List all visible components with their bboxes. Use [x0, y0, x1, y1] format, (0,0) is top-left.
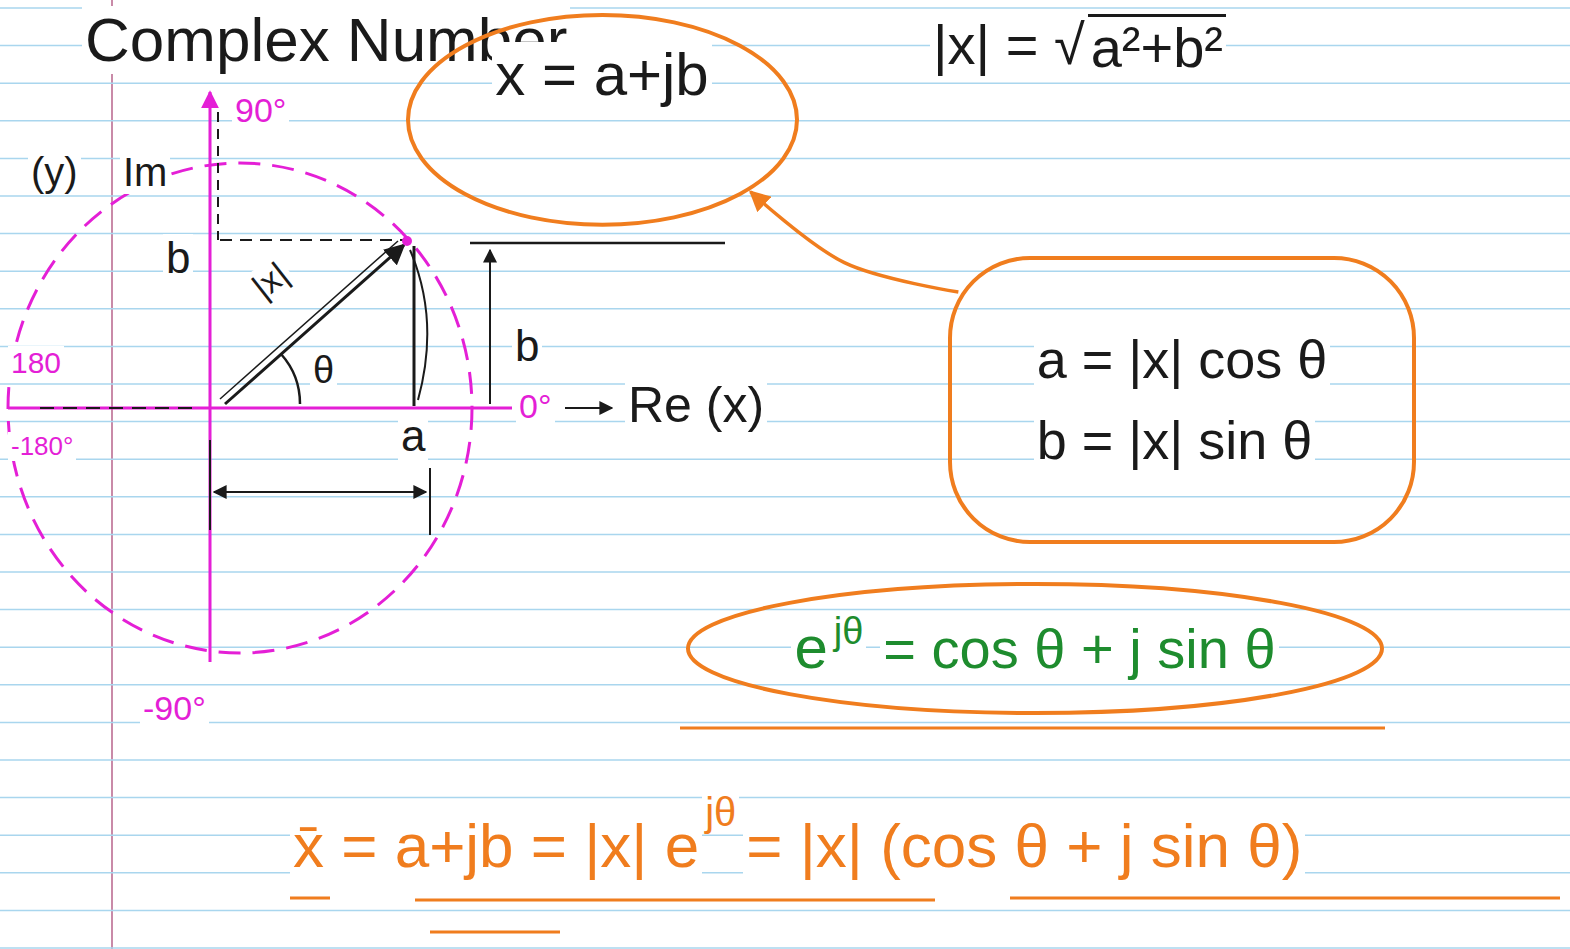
dashed-line — [217, 112, 219, 240]
formula-text: jθ — [831, 611, 867, 653]
connector-arrow — [750, 192, 958, 292]
formula-text: x = a+jb — [492, 42, 712, 108]
formula-box: a = |x| cos θ b = |x| sin θ — [947, 255, 1417, 545]
real-axis — [8, 407, 512, 410]
ruled-line — [0, 233, 1570, 235]
dashed-line — [40, 407, 200, 409]
axis-label: (y) — [28, 150, 81, 194]
angle-label: -180° — [8, 432, 76, 461]
formula-ellipse: x = a+jb — [405, 12, 800, 228]
ruled-line — [0, 910, 1570, 912]
ellipse-outline — [688, 584, 1382, 713]
formula-text: a = |x| cos θ — [1034, 330, 1331, 389]
euler-form: = |x| (cos θ + j sin θ) — [743, 812, 1305, 880]
ruled-line — [0, 534, 1570, 536]
ruled-line — [0, 571, 1570, 573]
axis-label: Re (x) — [625, 378, 767, 433]
ruled-line — [0, 270, 1570, 272]
underline — [415, 899, 935, 902]
ruled-line — [0, 195, 1570, 197]
formula-text: e — [791, 615, 830, 681]
node-outline — [947, 255, 1417, 545]
ruled-line — [0, 722, 1570, 724]
dashed-line — [220, 239, 405, 241]
margin-line — [111, 0, 113, 949]
underline — [680, 727, 1385, 730]
angle-symbol: θ — [310, 350, 337, 392]
ruled-line — [0, 308, 1570, 310]
ruled-line — [0, 609, 1570, 611]
underline — [470, 242, 725, 245]
axis-label: Im — [120, 150, 170, 194]
ellipse-outline — [408, 15, 797, 225]
ruled-line — [0, 684, 1570, 686]
imaginary-axis — [209, 92, 212, 662]
angle-arc — [281, 354, 300, 404]
dimension-tick — [209, 440, 211, 530]
angle-label: 0° — [516, 388, 555, 425]
vector-line — [220, 241, 398, 399]
ruled-line — [0, 759, 1570, 761]
underline — [290, 897, 330, 900]
underline — [1010, 897, 1560, 900]
ruled-line — [0, 458, 1570, 460]
axis-arrow — [565, 407, 612, 409]
exponent: jθ — [702, 790, 739, 834]
component-label: b — [163, 234, 193, 282]
angle-label: 180 — [8, 346, 64, 379]
underline — [430, 931, 560, 934]
projection-line — [413, 246, 416, 406]
ruled-line — [0, 797, 1570, 799]
ruled-line — [0, 346, 1570, 348]
magnitude-label: |x| — [243, 253, 298, 308]
euler-form: x̄ = a+jb = |x| e — [290, 812, 702, 880]
dimension-tick — [429, 468, 431, 535]
dimension-arrow — [214, 491, 426, 493]
ruled-line — [0, 496, 1570, 498]
point-dot — [402, 236, 412, 246]
formula-ellipse: ejθ = cos θ + j sin θ — [685, 581, 1385, 716]
box-outline — [950, 258, 1414, 542]
ruled-line — [0, 947, 1570, 949]
sketch-stroke — [410, 250, 427, 400]
vector-arrow — [225, 245, 404, 404]
height-arrow — [489, 250, 491, 404]
angle-label: -90° — [140, 690, 209, 727]
ruled-line — [0, 421, 1570, 423]
angle-label: 90° — [232, 92, 289, 129]
formula-text: = cos θ + j sin θ — [880, 618, 1278, 680]
component-label: b — [512, 322, 542, 370]
ruled-line — [0, 646, 1570, 648]
component-label: a — [398, 412, 428, 460]
formula-text: b = |x| sin θ — [1034, 411, 1316, 470]
magnitude-formula: |x| = √ — [930, 14, 1088, 76]
radicand: a²+b² — [1088, 14, 1226, 79]
